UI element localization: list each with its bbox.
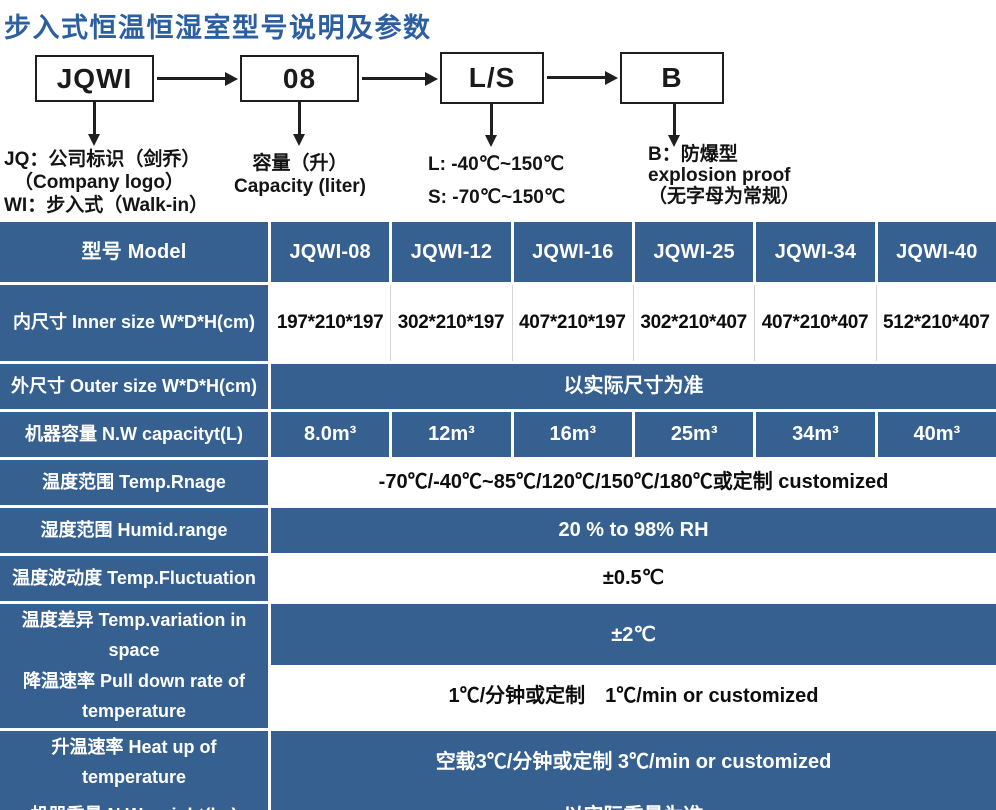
note-line: （无字母为常规） <box>648 186 801 207</box>
code-box-temp-range: L/S <box>440 52 544 104</box>
table-row-machine-weight: 机器重量 N.W weight(kg) 以实际重量为准 <box>0 794 996 810</box>
note-line: 容量（升） <box>252 153 348 174</box>
row-label: 内尺寸 Inner size W*D*H(cm) <box>0 285 268 361</box>
row-label: 降温速率 Pull down rate of temperature <box>0 665 268 729</box>
note-line: S: -70℃~150℃ <box>428 187 566 208</box>
model-code-diagram: JQWI 08 L/S B JQ：公司标识（剑乔） （Company logo）… <box>0 44 996 222</box>
row-label: 湿度范围 Humid.range <box>0 508 268 553</box>
code-box-jqwi: JQWI <box>35 55 154 102</box>
spec-value-cell: 16m³ <box>513 412 632 457</box>
spec-value-cell: 8.0m³ <box>271 412 390 457</box>
row-label: 温度差异 Temp.variation in space <box>0 604 268 668</box>
spec-value-cell: 空载3℃/分钟或定制 3℃/min or customized <box>271 731 996 795</box>
code-box-capacity: 08 <box>240 55 359 102</box>
note-line: WI：步入式（Walk-in） <box>4 195 209 216</box>
note-explosion-code: B：防爆型 explosion proof （无字母为常规） <box>648 144 800 207</box>
spec-value-cell: ±2℃ <box>271 604 996 668</box>
row-label: 机器重量 N.W weight(kg) <box>0 794 268 810</box>
spec-value-cell: ±0.5℃ <box>271 556 996 601</box>
table-header-row: 型号 Model JQWI-08 JQWI-12 JQWI-16 JQWI-25… <box>0 222 996 282</box>
spec-value-cell: 以实际尺寸为准 <box>271 364 996 409</box>
table-row-humidity-range: 湿度范围 Humid.range 20 % to 98% RH <box>0 508 996 553</box>
spec-value-cell: 302*210*197 <box>390 285 511 361</box>
spec-value-cell: 407*210*197 <box>511 285 632 361</box>
model-header-cell: JQWI-08 <box>271 222 390 282</box>
table-row-outer-size: 外尺寸 Outer size W*D*H(cm) 以实际尺寸为准 <box>0 364 996 409</box>
down-arrow-icon <box>668 104 679 147</box>
note-company-code: JQ：公司标识（剑乔） （Company logo） WI：步入式（Walk-i… <box>4 148 208 217</box>
table-row-inner-size: 内尺寸 Inner size W*D*H(cm) 197*210*197 302… <box>0 285 996 361</box>
spec-value-cell: 512*210*407 <box>875 285 996 361</box>
note-line: explosion proof <box>648 165 791 186</box>
row-label: 升温速率 Heat up of temperature <box>0 731 268 795</box>
down-arrow-icon <box>485 104 496 147</box>
page-title: 步入式恒温恒湿室型号说明及参数 <box>4 13 432 43</box>
table-row-capacity: 机器容量 N.W capacityt(L) 8.0m³ 12m³ 16m³ 25… <box>0 412 996 457</box>
model-header-cell: JQWI-12 <box>392 222 511 282</box>
row-label: 外尺寸 Outer size W*D*H(cm) <box>0 364 268 409</box>
model-header-cell: JQWI-40 <box>877 222 996 282</box>
row-label: 温度范围 Temp.Rnage <box>0 460 268 505</box>
spec-value-cell: 以实际重量为准 <box>271 794 996 810</box>
table-row-pull-down-rate: 降温速率 Pull down rate of temperature 1℃/分钟… <box>0 665 996 729</box>
spec-value-cell: 20 % to 98% RH <box>271 508 996 553</box>
spec-value-cell: -70℃/-40℃~85℃/120℃/150℃/180℃或定制 customiz… <box>271 460 996 505</box>
note-line: JQ：公司标识（剑乔） <box>4 149 201 170</box>
down-arrow-icon <box>293 102 304 146</box>
spec-value-cell: 407*210*407 <box>754 285 875 361</box>
spec-value-cell: 1℃/分钟或定制 1℃/min or customized <box>271 665 996 729</box>
model-header-cell: JQWI-16 <box>513 222 632 282</box>
spec-table: 型号 Model JQWI-08 JQWI-12 JQWI-16 JQWI-25… <box>0 222 996 810</box>
note-temp-range-code: L: -40℃~150℃ S: -70℃~150℃ <box>428 148 565 214</box>
spec-value-cell: 40m³ <box>877 412 996 457</box>
note-line: L: -40℃~150℃ <box>428 154 565 175</box>
spec-value-cell: 197*210*197 <box>271 285 390 361</box>
note-line: （Company logo） <box>14 172 184 193</box>
down-arrow-icon <box>88 102 99 146</box>
table-row-heat-up-rate: 升温速率 Heat up of temperature 空载3℃/分钟或定制 3… <box>0 731 996 795</box>
table-row-temp-range: 温度范围 Temp.Rnage -70℃/-40℃~85℃/120℃/150℃/… <box>0 460 996 505</box>
table-row-temp-fluctuation: 温度波动度 Temp.Fluctuation ±0.5℃ <box>0 556 996 601</box>
note-line: Capacity (liter) <box>234 176 366 197</box>
row-label: 机器容量 N.W capacityt(L) <box>0 412 268 457</box>
spec-value-cell: 12m³ <box>392 412 511 457</box>
note-line: B：防爆型 <box>648 144 738 165</box>
right-arrow-icon <box>362 71 438 86</box>
code-box-explosion: B <box>620 52 724 104</box>
model-header-cell: JQWI-34 <box>756 222 875 282</box>
spec-value-cell: 34m³ <box>756 412 875 457</box>
spec-value-cell: 302*210*407 <box>633 285 754 361</box>
row-label: 温度波动度 Temp.Fluctuation <box>0 556 268 601</box>
model-header-cell: JQWI-25 <box>635 222 754 282</box>
right-arrow-icon <box>547 70 618 85</box>
header-label: 型号 Model <box>0 222 268 282</box>
spec-value-cell: 25m³ <box>635 412 754 457</box>
table-row-temp-variation: 温度差异 Temp.variation in space ±2℃ <box>0 604 996 668</box>
note-capacity-code: 容量（升） Capacity (liter) <box>186 152 414 198</box>
right-arrow-icon <box>157 71 238 86</box>
